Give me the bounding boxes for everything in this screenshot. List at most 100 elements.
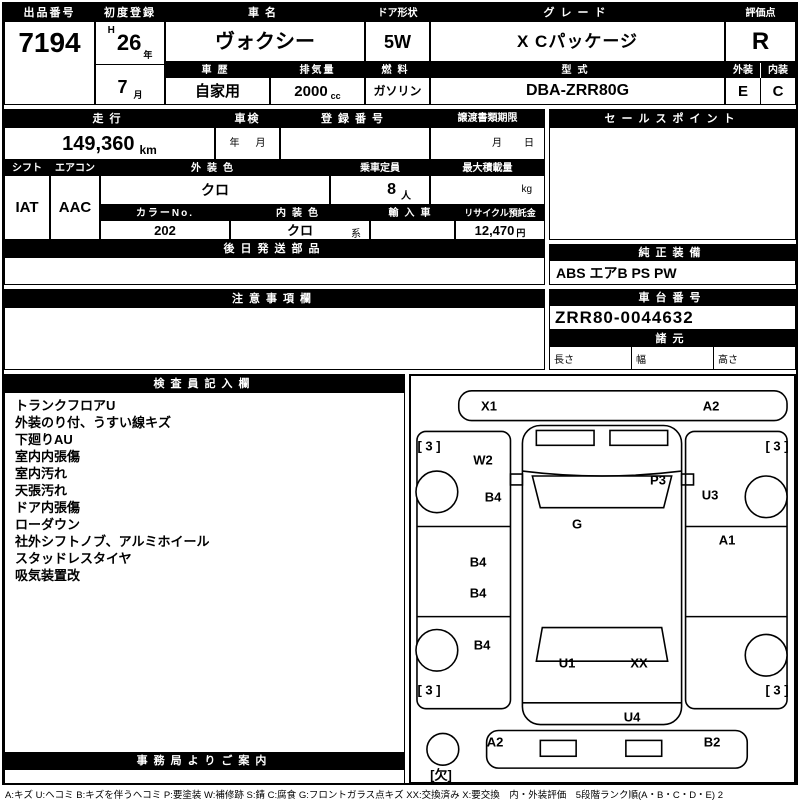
inspector-note-line: トランクフロアU — [15, 398, 116, 413]
damage-code-label: A2 — [702, 398, 720, 414]
first-reg-month: 7 月 — [96, 64, 164, 108]
damage-code-label: XX — [630, 655, 648, 671]
damage-code-label: [ 3 ] — [417, 682, 441, 698]
registration-no-label: 登録番号 — [281, 110, 429, 128]
interior-color-value: クロ — [286, 222, 313, 238]
equipment-label: 純正装備 — [550, 245, 795, 261]
color-no-value: 202 — [154, 222, 176, 238]
damage-code-label: B4 — [473, 637, 491, 653]
shaken-label: 車検 — [216, 110, 279, 128]
recycle-deposit-cell: リサイクル預託金 12,470 円 — [455, 205, 545, 240]
inspector-note-line: 吸気装置改 — [15, 568, 81, 583]
transfer-day-label: 日 — [524, 137, 534, 149]
history-value: 自家用 — [194, 82, 240, 100]
transfer-month-label: 月 — [492, 137, 502, 149]
damage-code-label: B2 — [703, 734, 721, 750]
damage-code-label: P3 — [650, 472, 666, 488]
chassis-no-cell: 車台番号 ZRR80-0044632 — [549, 289, 796, 330]
aircon-label: エアコン — [51, 161, 99, 176]
damage-code-label: B4 — [469, 554, 487, 570]
history-label: 車歴 — [166, 63, 269, 78]
mileage-unit: km — [139, 143, 157, 157]
sales-point-cell: セールスポイント — [549, 109, 796, 240]
chassis-no-label: 車台番号 — [550, 290, 795, 306]
shift-value: IAT — [15, 199, 39, 216]
grade-cell: グレード X Cパッケージ — [430, 4, 725, 62]
damage-code-label: [欠] — [430, 767, 452, 783]
exterior-score-value: E — [737, 82, 748, 100]
car-name-cell: 車名 ヴォクシー — [165, 4, 365, 62]
office-notice-label: 事務局よりご案内 — [5, 752, 404, 770]
transfer-deadline-label: 譲渡書類期限 — [431, 110, 544, 128]
mileage-number: 149,360 — [62, 132, 135, 155]
door-shape-label: ドア形状 — [366, 5, 429, 22]
displacement-label: 排気量 — [271, 63, 364, 78]
transfer-deadline-value: 月 日 — [431, 128, 544, 159]
dimensions-label: 諸元 — [550, 331, 795, 347]
score-cell: 評価点 R — [725, 4, 796, 62]
recycle-deposit-value: 12,470 円 — [456, 221, 544, 239]
dimension-label: 長さ — [554, 354, 574, 366]
auction-no-cell: 出品番号 7194 — [4, 4, 95, 105]
mileage-value: 149,360 km — [5, 128, 214, 159]
recycle-deposit-label: リサイクル預託金 — [456, 206, 544, 221]
score-value: R — [751, 27, 770, 55]
door-shape-cell: ドア形状 5W — [365, 4, 430, 62]
displacement-cell: 排気量 2000 cc — [270, 62, 365, 105]
aircon-value: AAC — [58, 199, 92, 216]
ext-int-score-cell: 外装 内装 E C — [725, 62, 796, 105]
model-code-value: DBA-ZRR80G — [525, 82, 630, 99]
import-cell: 輸入車 — [370, 205, 455, 240]
grade-label: グレード — [431, 5, 724, 22]
exterior-color-cell: 外装色 クロ — [100, 160, 330, 205]
damage-code-label: U1 — [558, 655, 576, 671]
aircon-cell: エアコン AAC — [50, 160, 100, 240]
shaken-year-label: 年 — [229, 137, 240, 149]
capacity-label: 乗車定員 — [331, 161, 429, 176]
displacement-unit: cc — [330, 91, 341, 101]
max-load-cell: 最大積載量 kg — [430, 160, 545, 205]
mileage-cell: 走行 149,360 km — [4, 109, 215, 160]
auction-no-value: 7194 — [18, 27, 81, 58]
damage-code-label: U4 — [623, 709, 641, 725]
max-load-label: 最大積載量 — [431, 161, 544, 176]
damage-code-label: U3 — [701, 487, 719, 503]
interior-color-label: 内装色 — [231, 206, 369, 221]
shift-cell: シフト IAT — [4, 160, 50, 240]
dimensions-row: 長さ幅高さ — [550, 347, 795, 369]
transfer-deadline-cell: 譲渡書類期限 月 日 — [430, 109, 545, 160]
exterior-color-label: 外装色 — [101, 161, 329, 176]
capacity-cell: 乗車定員 8 人 — [330, 160, 430, 205]
year-suffix: 年 — [143, 50, 153, 60]
dimensions-cell: 諸元 長さ幅高さ — [549, 330, 796, 370]
inspector-note-line: 天張汚れ — [15, 483, 68, 498]
capacity-unit: 人 — [401, 191, 411, 202]
month-suffix: 月 — [133, 90, 143, 100]
damage-code-label: [ 3 ] — [765, 682, 789, 698]
interior-label: 内装 — [760, 63, 795, 78]
interior-color-cell: 内装色 クロ 系 — [230, 205, 370, 240]
inspector-note-line: 室内内張傷 — [15, 449, 81, 464]
legend-text: A:キズ U:ヘコミ B:キズを伴うヘコミ P:要塗装 W:補修跡 S:錆 C:… — [5, 790, 723, 801]
inspector-note-line: 下廻りAU — [15, 432, 73, 447]
displacement-number: 2000 — [294, 82, 328, 100]
registration-no-cell: 登録番号 — [280, 109, 430, 160]
color-no-cell: カラーNo. 202 — [100, 205, 230, 240]
shaken-month-label: 月 — [255, 137, 266, 149]
equipment-value: ABS エアB PS PW — [556, 264, 677, 281]
score-label: 評価点 — [726, 5, 795, 22]
inspector-note-line: ローダウン — [15, 517, 81, 532]
dimension-label: 幅 — [631, 347, 713, 369]
car-outline-drawing — [415, 390, 788, 769]
exterior-color-value: クロ — [201, 182, 229, 198]
inspector-label: 検査員記入欄 — [5, 375, 404, 393]
auction-no-label: 出品番号 — [5, 5, 94, 22]
first-reg-cell: 初度登録 H 26 年 7 月 — [95, 4, 165, 105]
later-parts-cell: 後日発送部品 — [4, 240, 545, 285]
recycle-number: 12,470 — [474, 222, 515, 238]
grade-value: X Cパッケージ — [517, 32, 638, 51]
damage-code-label: [ 3 ] — [417, 438, 441, 454]
fuel-value: ガソリン — [373, 84, 422, 98]
